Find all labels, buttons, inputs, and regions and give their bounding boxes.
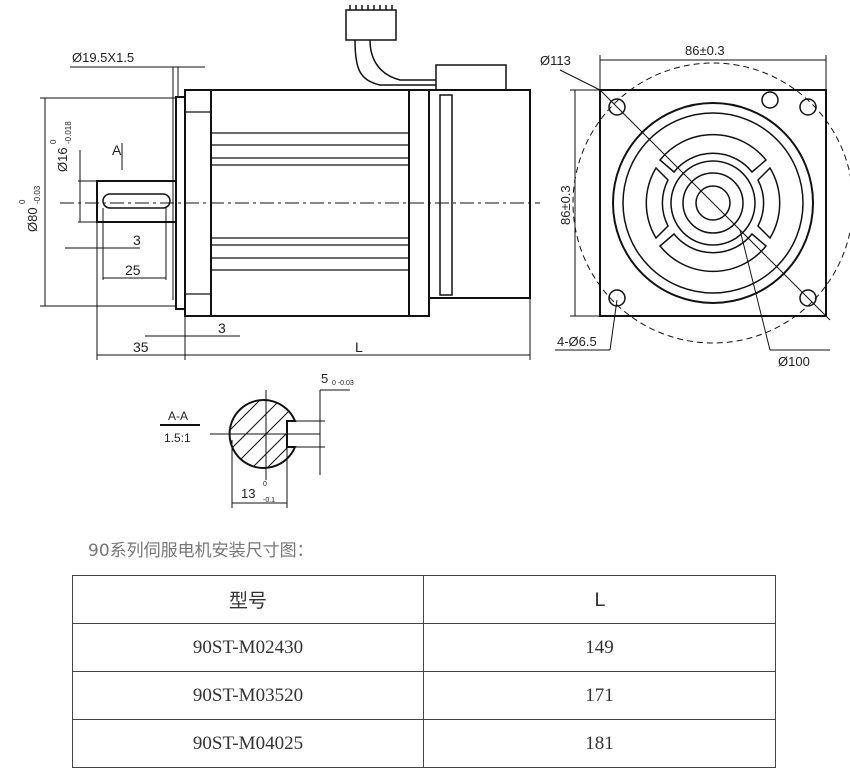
label-overall-length: L — [355, 339, 363, 355]
drawing-caption: 90系列伺服电机安装尺寸图： — [88, 541, 314, 561]
label-section-name: A-A — [168, 409, 188, 423]
shaft — [96, 180, 177, 223]
label-holes: 4-Ø6.5 — [557, 334, 597, 349]
label-key-length: 25 — [125, 262, 141, 278]
header-model: 型号 — [72, 575, 424, 624]
section-a-a: A-A 1.5:1 5 0 -0.03 13 0 -0.1 — [160, 371, 354, 508]
label-key-depth: 13 — [241, 486, 255, 501]
label-shaft-dia: Ø16 — [55, 147, 70, 172]
label-section-arrow: A — [112, 142, 122, 158]
label-pilot-tol-low: -0.03 — [33, 185, 42, 204]
label-width: 86±0.3 — [685, 43, 725, 58]
cell-model: 90ST-M02430 — [72, 623, 424, 672]
label-section-scale: 1.5:1 — [164, 431, 191, 445]
label-shaft-length: 35 — [133, 339, 149, 355]
motor-front-view: Ø113 86±0.3 86±0.3 4-Ø6.5 Ø100 — [540, 43, 850, 369]
label-shaft-tol-up: 0 — [49, 139, 58, 144]
label-pilot-dia: Ø80 — [25, 207, 40, 232]
mounting-holes — [608, 91, 817, 307]
label-height: 86±0.3 — [558, 185, 573, 225]
cell-length: 149 — [423, 623, 776, 672]
motor-side-view: Ø19.5X1.5 A Ø16 0 -0.018 Ø80 0 -0.03 3 2… — [18, 5, 540, 360]
connector-icon — [345, 9, 397, 41]
cell-model: 90ST-M03520 — [72, 671, 424, 720]
label-flange-thk: 3 — [218, 320, 226, 336]
label-key-width: 5 — [321, 371, 328, 386]
cell-length: 181 — [423, 719, 776, 768]
label-key-depth-tol-up: 0 — [263, 481, 267, 488]
motor-dimension-drawing: Ø19.5X1.5 A Ø16 0 -0.018 Ø80 0 -0.03 3 2… — [18, 5, 850, 508]
label-bolt-circle: Ø113 — [540, 53, 571, 68]
label-key-width-tol: 0 -0.03 — [332, 380, 354, 387]
label-pilot-circle: Ø100 — [778, 354, 810, 369]
label-key-offset: 3 — [133, 232, 141, 248]
label-pilot-tol-up: 0 — [18, 199, 27, 204]
cell-model: 90ST-M04025 — [72, 719, 424, 768]
header-length: L — [423, 575, 776, 624]
label-key-depth-tol-low: -0.1 — [263, 497, 275, 504]
cell-length: 171 — [423, 671, 776, 720]
label-flat-dia: Ø19.5X1.5 — [72, 50, 134, 65]
label-shaft-tol-low: -0.018 — [64, 121, 73, 144]
